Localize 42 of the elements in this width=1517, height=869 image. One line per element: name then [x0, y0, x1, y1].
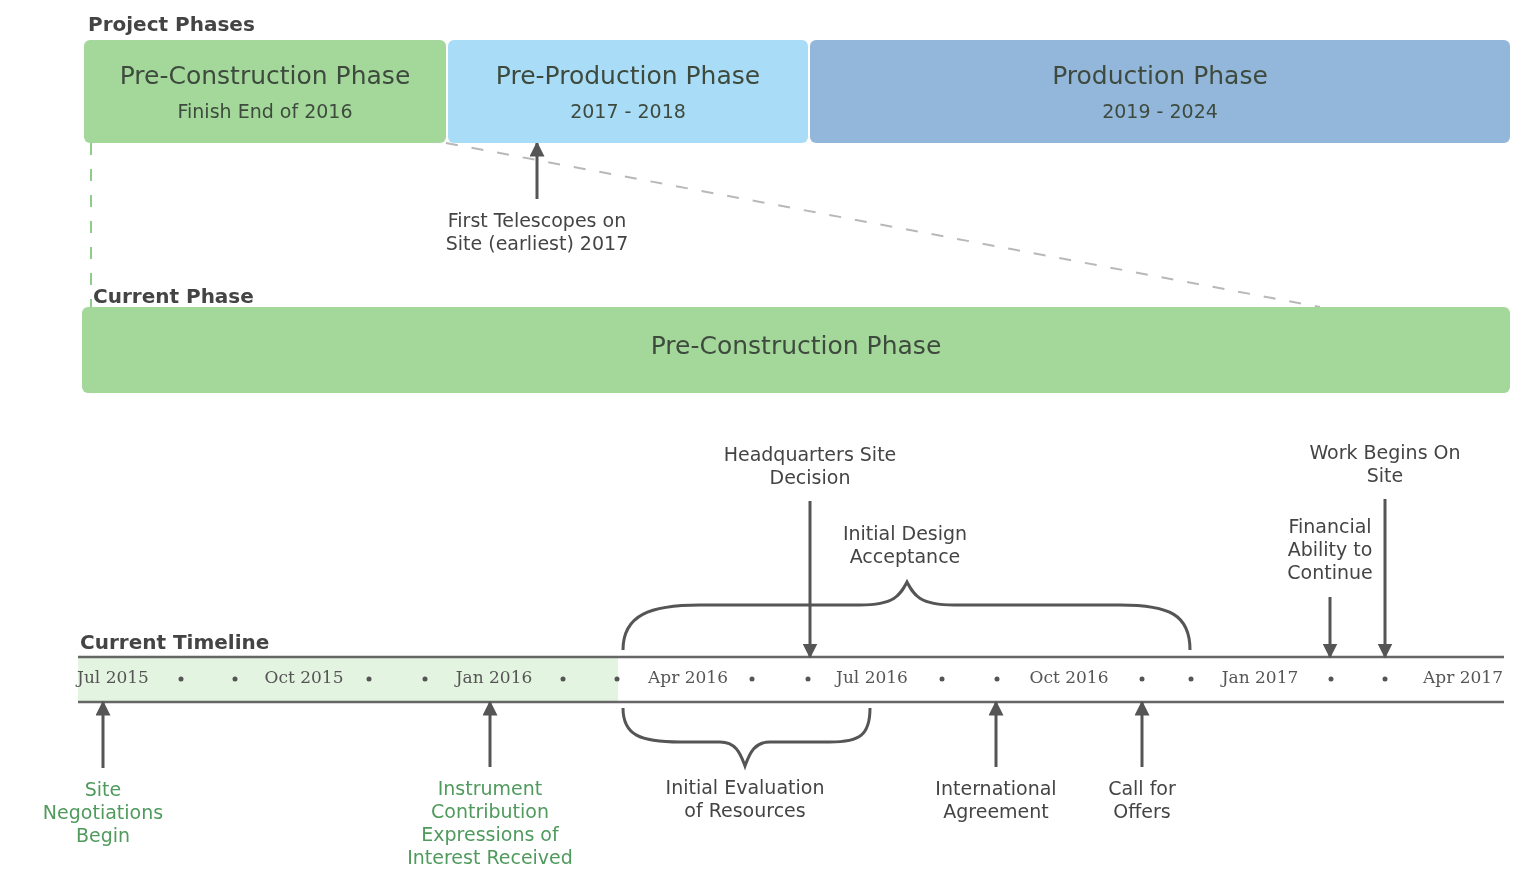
current-phase-bar: [82, 307, 1510, 393]
milestone-label: International Agreement: [916, 777, 1076, 823]
phase-title: Production Phase: [1052, 61, 1268, 90]
date-label: Apr 2016: [648, 667, 728, 687]
milestone-label: Site Negotiations Begin: [28, 778, 178, 847]
milestone-label: Initial Evaluation of Resources: [665, 776, 825, 822]
date-label: Jan 2016: [455, 667, 533, 687]
section-heading: Current Timeline: [80, 630, 270, 654]
date-label: Jul 2015: [77, 667, 149, 687]
arrow: [802, 501, 818, 659]
date-label: Oct 2015: [264, 667, 344, 687]
arrow: [1134, 700, 1150, 767]
arrow: [529, 141, 545, 199]
phase-box: [448, 40, 808, 143]
arrow: [482, 700, 498, 767]
milestone-label: Instrument Contribution Expressions of Interest Received: [395, 777, 585, 869]
phase-dates: Finish End of 2016: [177, 100, 353, 122]
date-label: Jul 2016: [836, 667, 908, 687]
dashed-line: [90, 142, 92, 308]
phase-box: [84, 40, 446, 143]
milestone-label: First Telescopes on Site (earliest) 2017: [437, 209, 637, 255]
phase-title: Pre-Construction Phase: [119, 61, 411, 90]
phase-dates: 2017 - 2018: [570, 100, 686, 122]
phase-title: Pre-Production Phase: [495, 61, 761, 90]
milestone-label: Financial Ability to Continue: [1265, 515, 1395, 584]
section-heading: Project Phases: [88, 12, 255, 36]
arrow: [1322, 597, 1338, 659]
date-label: Jan 2017: [1221, 667, 1299, 687]
milestone-label: Call for Offers: [1082, 777, 1202, 823]
phase-title: Pre-Construction Phase: [650, 330, 942, 360]
milestone-label: Headquarters Site Decision: [720, 443, 900, 489]
arrow: [95, 700, 111, 768]
arrow: [1377, 499, 1393, 659]
section-heading: Current Phase: [93, 284, 254, 308]
date-label: Oct 2016: [1029, 667, 1109, 687]
arrow: [988, 700, 1004, 767]
date-label: Apr 2017: [1423, 667, 1503, 687]
milestone-label: Initial Design Acceptance: [815, 522, 995, 568]
phase-dates: 2019 - 2024: [1102, 100, 1218, 122]
dashed-line: [445, 142, 1321, 308]
phase-box: [810, 40, 1510, 143]
milestone-label: Work Begins On Site: [1305, 441, 1465, 487]
